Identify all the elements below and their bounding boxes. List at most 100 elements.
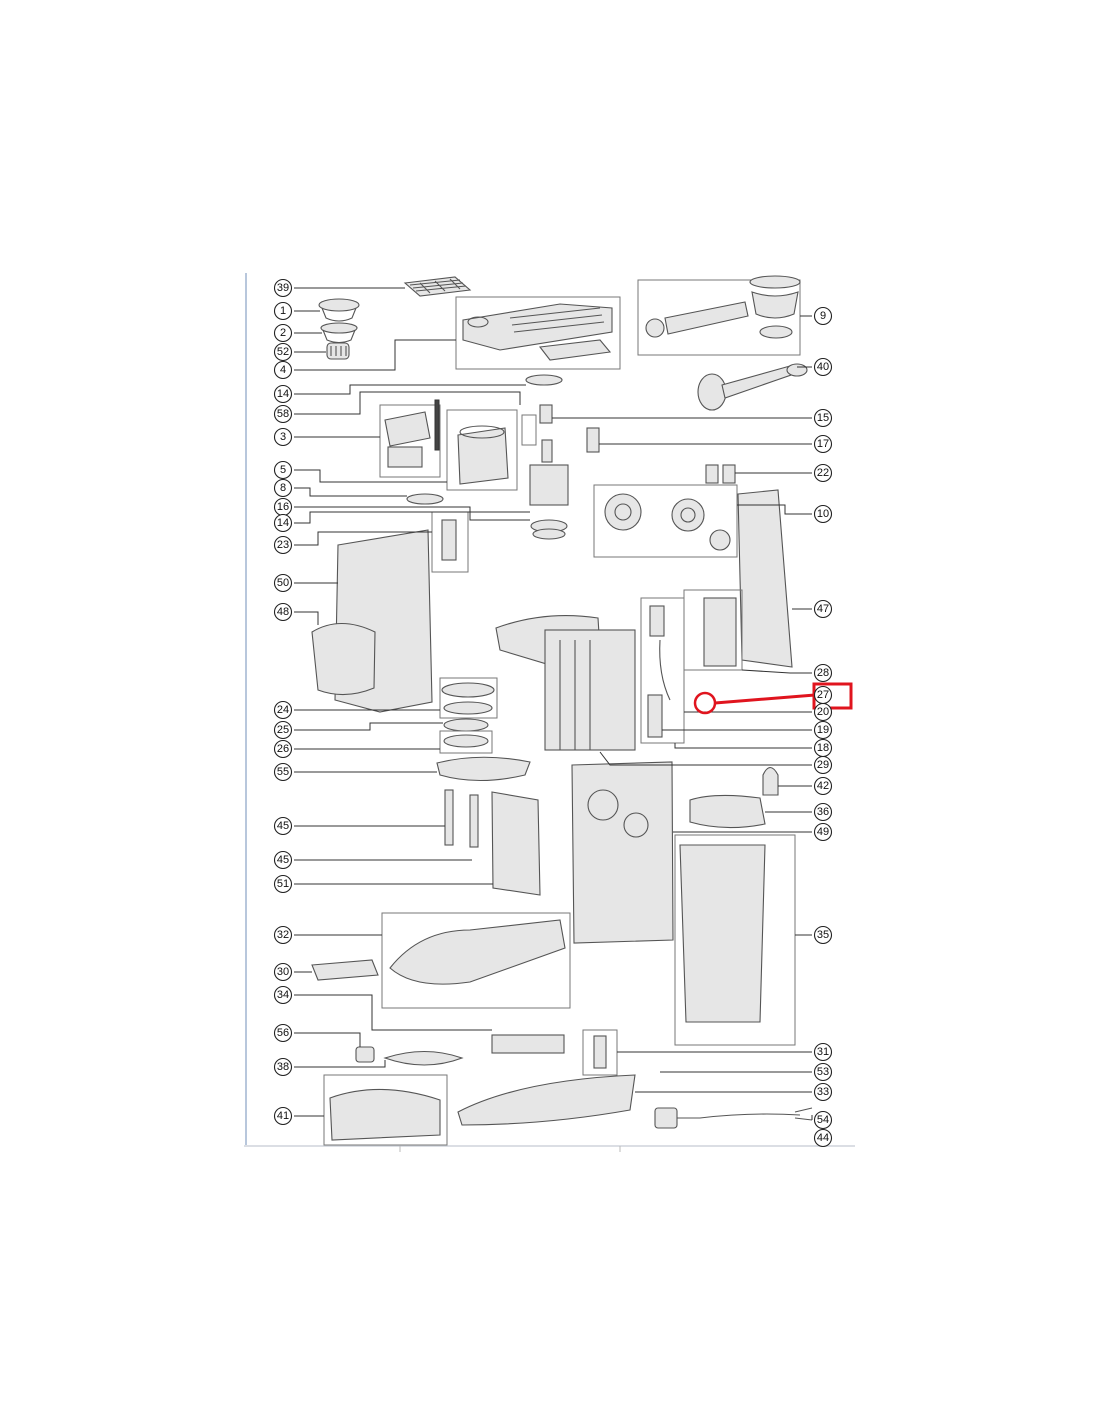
callout-circle (813, 802, 833, 822)
callout-circle (273, 816, 293, 836)
callout-label: 40 (817, 361, 829, 373)
part-water-tank (674, 834, 796, 1046)
part-portafilter-assembly (637, 275, 801, 356)
callout-circle (273, 513, 293, 533)
callout-circle (273, 573, 293, 593)
part-pump-block (446, 409, 518, 491)
part-base-assembly (381, 912, 571, 1009)
part-vibration-pump (521, 404, 569, 540)
callout-label: 35 (817, 929, 829, 941)
callout-label: 14 (277, 388, 289, 400)
callout-circle (273, 1023, 293, 1043)
callout-circle (273, 342, 293, 362)
callout-label: 27 (817, 689, 829, 701)
part-front-cover (311, 623, 376, 696)
callout-label: 19 (817, 724, 829, 736)
callout-label: 34 (277, 989, 289, 1001)
callout-circle (813, 925, 833, 945)
callout-circle (813, 663, 833, 683)
callout-label: 54 (817, 1114, 829, 1126)
callout-circle (273, 602, 293, 622)
part-rear-panel (491, 791, 541, 896)
callout-circle (273, 874, 293, 894)
callout-label: 33 (817, 1086, 829, 1098)
part-filter-baskets (318, 298, 360, 360)
callout-label: 23 (277, 539, 289, 551)
callout-label: 32 (277, 929, 289, 941)
callout-circle (813, 434, 833, 454)
callout-circle (273, 850, 293, 870)
callout-circle (273, 404, 293, 424)
callout-circle (813, 822, 833, 842)
callout-label: 45 (277, 854, 289, 866)
callout-circle (813, 504, 833, 524)
callout-label: 2 (280, 327, 286, 339)
part-boiler-group (379, 399, 441, 478)
callout-label: 41 (277, 1110, 289, 1122)
part-measuring-spoon (697, 363, 808, 411)
callout-label: 56 (277, 1027, 289, 1039)
callout-circle (813, 1110, 833, 1130)
callout-circle (813, 463, 833, 483)
callout-circle (273, 1057, 293, 1077)
callout-label: 58 (277, 408, 289, 420)
callout-label: 25 (277, 724, 289, 736)
callout-circle (813, 1128, 833, 1148)
callout-label: 16 (277, 501, 289, 513)
part-drip-grid (403, 276, 472, 297)
callout-label: 51 (277, 878, 289, 890)
callout-label: 24 (277, 704, 289, 716)
callout-label: 18 (817, 742, 829, 754)
part-switch-pair (705, 464, 736, 484)
callout-circle (273, 925, 293, 945)
callout-circle (813, 720, 833, 740)
callout-circle (273, 720, 293, 740)
callout-circle (813, 776, 833, 796)
part-valve-small-body (593, 1035, 607, 1069)
callout-circle (273, 384, 293, 404)
callout-label: 45 (277, 820, 289, 832)
part-valve (431, 511, 469, 573)
callout-label: 3 (280, 431, 286, 443)
part-cap (689, 794, 766, 829)
callout-circle (273, 278, 293, 298)
callout-label: 5 (280, 464, 286, 476)
callout-circle (813, 408, 833, 428)
part-tray-grid (383, 1051, 464, 1066)
callout-label: 22 (817, 467, 829, 479)
callout-label: 20 (817, 706, 829, 718)
part-small-cap (355, 1046, 375, 1063)
callout-label: 14 (277, 517, 289, 529)
callout-circle (813, 357, 833, 377)
callout-label: 44 (817, 1132, 829, 1144)
part-drip-tray (323, 1074, 448, 1146)
part-oring-top (525, 374, 563, 386)
callout-label: 42 (817, 780, 829, 792)
callout-circle (273, 301, 293, 321)
highlight-arrow (714, 693, 816, 705)
callout-circle (273, 478, 293, 498)
part-plug (654, 1107, 678, 1129)
part-side-panel (737, 489, 793, 668)
part-steam-tube (640, 589, 743, 744)
part-tank-lid (436, 756, 531, 848)
callout-circle (813, 702, 833, 722)
callout-label: 31 (817, 1046, 829, 1058)
callout-label: 52 (277, 346, 289, 358)
callout-label: 50 (277, 577, 289, 589)
highlight-box (812, 682, 853, 710)
part-bottom-housing (457, 1074, 636, 1126)
part-switch (586, 427, 600, 453)
callout-circle (813, 755, 833, 775)
callout-circle (273, 535, 293, 555)
callout-label: 53 (817, 1066, 829, 1078)
leader-lines-left (294, 287, 530, 1117)
callout-label: 49 (817, 826, 829, 838)
callout-label: 10 (817, 508, 829, 520)
callout-label: 17 (817, 438, 829, 450)
callout-label: 55 (277, 766, 289, 778)
callout-circle (813, 1062, 833, 1082)
leader-lines-right (552, 315, 813, 1120)
callout-circle (813, 599, 833, 619)
